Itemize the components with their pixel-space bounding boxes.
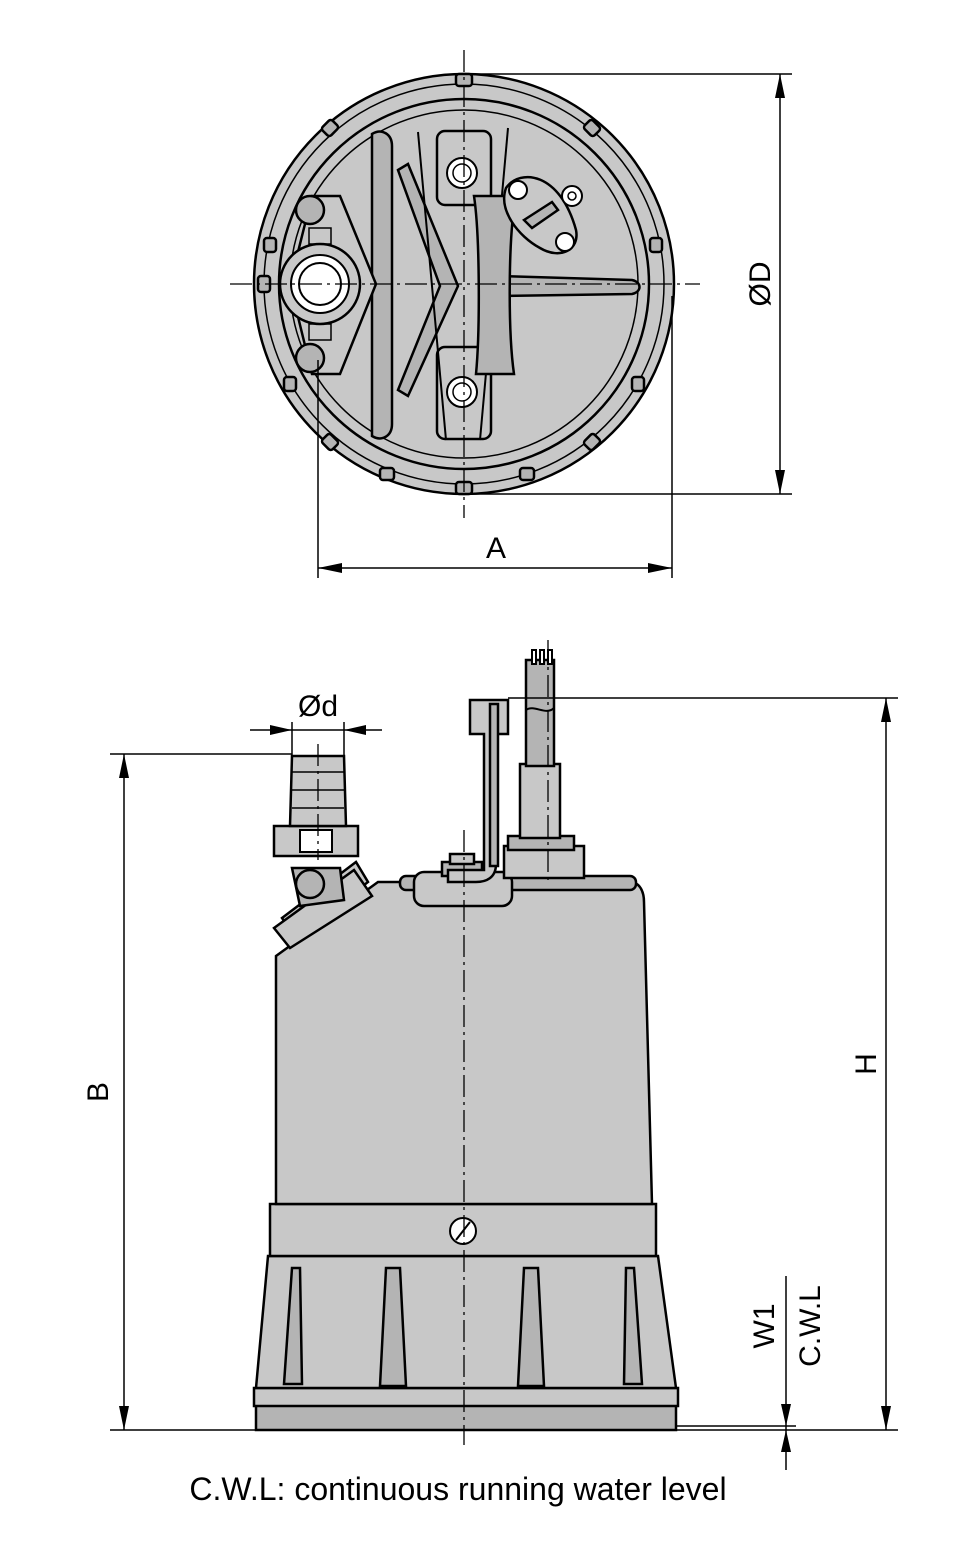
b-dimension: B — [82, 753, 292, 1431]
od-dimension: ØD — [464, 73, 792, 495]
cable-gland-side — [502, 649, 586, 880]
dim-label-d: Ød — [298, 690, 338, 723]
dim-label-h: H — [850, 1053, 883, 1075]
dim-label-b: B — [82, 1082, 115, 1102]
a-dimension: A — [317, 296, 673, 578]
w1-dimension: W1 C.W.L — [676, 1276, 827, 1470]
side-view: Ød B H W1 C.W.L — [82, 640, 898, 1470]
d-dimension: Ød — [250, 690, 382, 756]
top-view: ØD A — [230, 50, 792, 578]
dim-label-w1: W1 — [748, 1304, 781, 1349]
strainer-slots — [282, 1266, 644, 1388]
dim-label-od: ØD — [744, 262, 777, 307]
dim-label-cwl: C.W.L — [794, 1285, 827, 1367]
discharge-wing-top — [278, 194, 378, 376]
dim-label-a: A — [486, 532, 506, 565]
cable-gland-top — [503, 175, 583, 255]
h-dimension: H — [508, 697, 898, 1431]
cwl-footnote: C.W.L: continuous running water level — [189, 1471, 726, 1507]
